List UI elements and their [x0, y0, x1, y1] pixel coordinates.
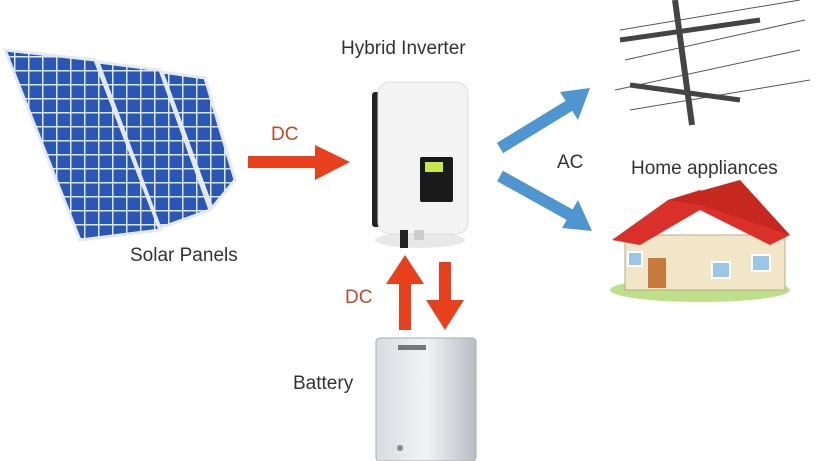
inverter-label: Hybrid Inverter: [341, 38, 466, 59]
dc-arrow-right: [248, 145, 350, 180]
ac-label: AC: [557, 152, 584, 173]
dc-label-top: DC: [271, 124, 299, 145]
dc-arrow-up: [386, 255, 424, 330]
solar-panels-image: [2, 48, 237, 242]
ac-arrow-up: [496, 88, 590, 154]
dc-label-bottom: DC: [345, 287, 373, 308]
solar-panels-label: Solar Panels: [130, 245, 238, 266]
home-appliances-label: Home appliances: [631, 158, 778, 179]
house-image: [610, 180, 790, 302]
dc-arrow-down: [426, 262, 464, 330]
battery-label: Battery: [293, 373, 354, 394]
power-pole-image: [614, 0, 811, 126]
ac-arrow-down: [497, 170, 592, 231]
battery-image: [375, 337, 477, 461]
inverter-image: [372, 81, 469, 248]
